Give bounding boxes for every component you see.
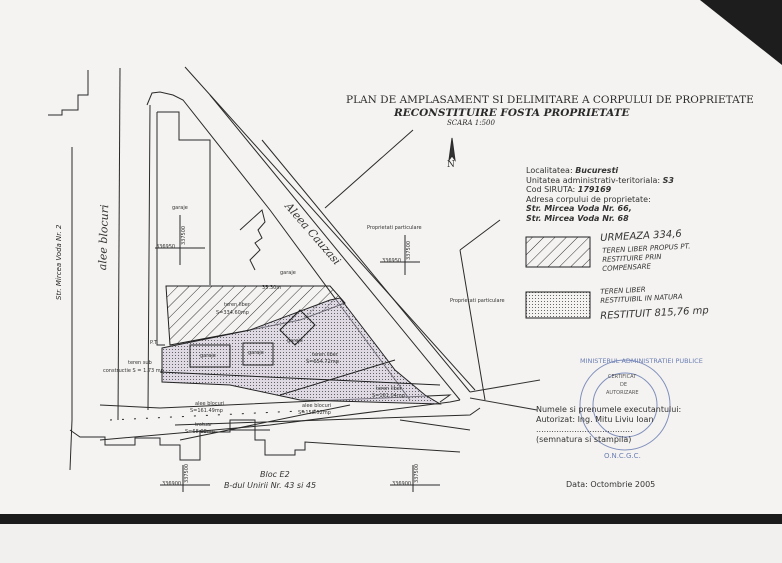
trotuar-area: S=68.08mp [185,429,215,435]
locality-label: Localitatea: [526,166,573,175]
scan-corner-shadow [700,0,782,65]
private-property-line-2 [459,219,501,401]
bloc-e2-boundary [69,429,201,461]
plan-date: Data: Octombrie 2005 [566,480,656,489]
bloc-label: Bloc E2 [260,470,290,479]
coord-label-7: 336900 [392,481,412,487]
garaj-label-b: garaje [248,350,264,356]
address-1: Str. Mircea Voda Nr. 66, [526,204,632,213]
siruta: 179169 [577,185,612,194]
alee-1-label: alee blocuri [195,401,225,407]
garaje-block [157,111,211,285]
coord-cross-3 [160,465,210,492]
teren-sub-label: teren sub [128,360,152,366]
address-label: Adresa corpului de proprietate: [526,194,651,204]
garaje-steps [239,209,266,271]
stamp-center-2: DE [620,382,628,388]
north-label: N [447,160,455,170]
distance-label: 35.30m [262,285,282,291]
strip-teren-label: teren liber [376,386,402,392]
coord-cross-1 [155,215,205,265]
left-parcel-lines [48,70,89,471]
scan-bottom-band [0,514,782,524]
hatched-teren-label: teren liber [224,302,250,308]
coord-label-5: 336900 [162,481,182,487]
garaje-label-1: garaje [172,205,188,211]
address-2: Str. Mircea Voda Nr. 68 [526,213,629,223]
plan-subtitle: RECONSTITUIRE FOSTA PROPRIETATE [394,107,630,119]
private-property-line-1 [324,129,414,209]
dotted-teren-label: teren liber [312,352,338,358]
stamp-bottom: O.N.C.G.C. [604,452,641,460]
garaj-1 [189,344,231,368]
aleea-cauzasi-line-3 [261,139,471,393]
aleea-cauzasi-line-1 [184,66,476,391]
legend-dotted-swatch [525,291,591,319]
executant-label: Numele si prenumele executantului: [536,405,682,414]
alee-blocuri-line-left [117,67,121,421]
proprietati-label-1: Proprietati particulare [367,225,422,231]
alee-2-area: S=158.52mp [298,410,331,416]
dotted-area-label: S=654.72mp [306,359,339,365]
legend-hatched-swatch [525,236,591,268]
plan-scale: SCARA 1:500 [447,119,495,127]
pt-label: P.T. [150,340,158,346]
stamp-center-3: AUTORIZARE [606,390,639,396]
coord-label-1: 336950 [156,244,176,250]
stamp-ring-text: MINISTERUL ADMINISTRATIEI PUBLICE [580,357,703,365]
alee-inner-line [147,104,165,411]
garaj-3 [279,309,316,346]
executant-name: Autorizat: Ing. Mitu Liviu Ioan [536,415,654,424]
north-arrow-icon [448,137,456,162]
plan-title: PLAN DE AMPLASAMENT SI DELIMITARE A CORP… [346,94,754,106]
bulevard-label: B-dul Unirii Nr. 43 si 45 [224,481,317,490]
signature-caption: (semnatura si stampila) [536,435,632,444]
garaj-label-c: garaje [287,338,303,344]
coord-label-8: 337500 [414,463,420,483]
garaj-2 [242,342,274,366]
alee-1-area: S=161.49mp [190,408,223,414]
trotuar-label: trotuar [195,422,213,428]
hatched-area-label: S=334.60mp [216,310,249,316]
coord-label-4: 337500 [406,240,412,260]
coord-cross-2 [380,235,420,275]
coord-cross-4 [390,465,440,492]
siruta-label: Cod SIRUTA: [526,185,576,194]
property-info: Localitatea: Bucuresti Unitatea administ… [526,166,674,223]
locality: Bucuresti [575,166,619,175]
road-alee-blocuri: alee blocuri [96,204,112,271]
coord-label-3: 336950 [382,258,402,264]
coord-label-2: 337500 [181,225,187,245]
aleea-cauzasi-line-2 [209,94,461,401]
road-mircea-voda: Str. Mircea Voda Nr. 2 [55,224,63,300]
alee-2-label: alee blocuri [302,403,332,409]
admin-unit: S3 [662,175,674,185]
coord-label-6: 337500 [184,463,190,483]
garaje-label-2: garaje [280,270,296,276]
executant-block: Numele si prenumele executantului: Autor… [536,405,681,445]
authorization-stamp [579,359,671,451]
proprietati-label-2: Proprietati particulare [450,298,505,304]
signature-line: ...................................... [536,425,633,434]
admin-unit-label: Unitatea administrativ-teritoriala: [526,175,661,185]
constructie-label: constructie S = 1.73 mp [103,368,164,374]
stamp-center-1: CERTIFICAT [608,374,637,380]
strip-area-label: S=161.04mp [372,393,405,399]
garaj-label-a: garaje [200,353,216,359]
garaje-boundary [146,91,411,401]
